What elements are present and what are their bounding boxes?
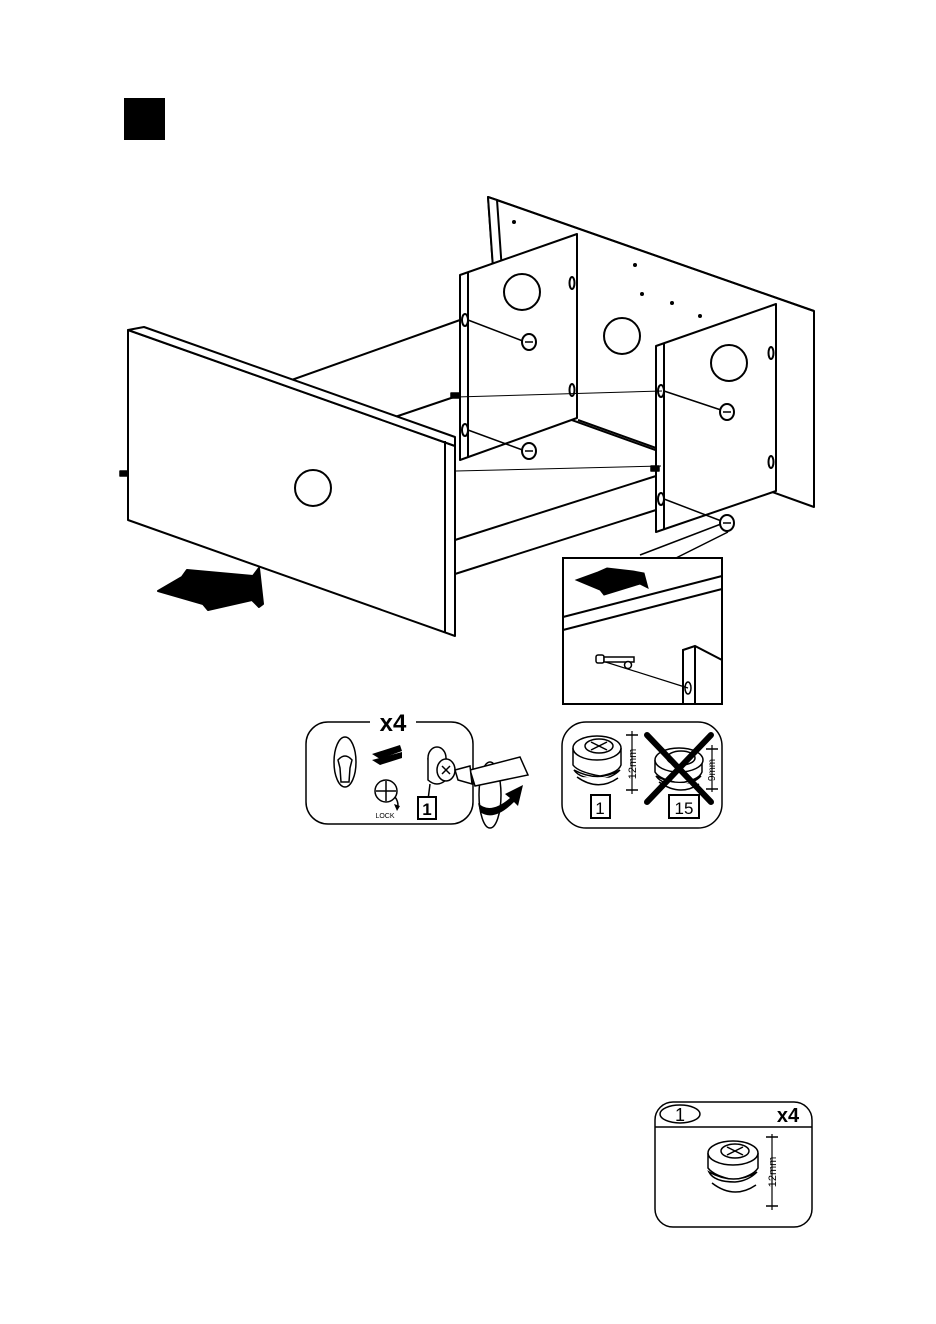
parts-box-quantity: x4 — [777, 1105, 800, 1127]
lock-instruction-panel — [306, 708, 528, 828]
step-marker-icon — [124, 98, 165, 140]
cam-lock-icon — [720, 404, 734, 420]
cam-hole-icon — [334, 737, 356, 787]
cam-lock-icon — [522, 334, 536, 350]
wrong-part-number: 15 — [675, 799, 694, 818]
left-divider-panel — [460, 234, 577, 460]
parts-box-part-number: 1 — [675, 1105, 685, 1125]
lock-label: LOCK — [375, 813, 394, 820]
push-arrow-icon — [158, 568, 263, 610]
parts-box-height-label: 12mm — [767, 1157, 779, 1188]
detail-inset — [563, 524, 728, 704]
cam-lock-icon — [522, 443, 536, 459]
correct-height-label: 12mm — [627, 749, 639, 780]
correct-part-number: 1 — [595, 799, 604, 818]
step-part-number: 1 — [422, 800, 431, 819]
cam-size-comparison-panel — [562, 722, 722, 828]
wrong-height-label: 9mm — [707, 759, 718, 781]
step-quantity-label: x4 — [380, 710, 407, 737]
cam-lock-icon — [720, 515, 734, 531]
